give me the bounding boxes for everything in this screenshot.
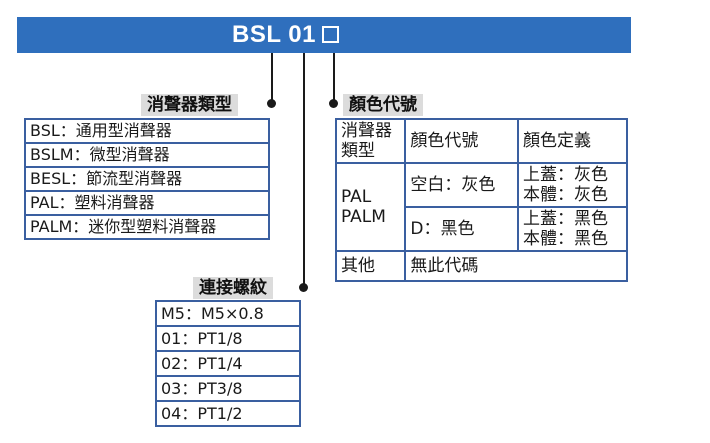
header-color-code: 顏色代號 bbox=[404, 118, 520, 164]
table-row: 03：PT3/8 bbox=[155, 375, 301, 402]
table-row: 02：PT1/4 bbox=[155, 350, 301, 377]
color-code-cell: 空白：灰色 bbox=[404, 162, 520, 208]
other-type-cell: 其他 bbox=[334, 250, 407, 282]
table-row: BSLM：微型消聲器 bbox=[24, 142, 270, 168]
color-definition-cell: 上蓋：灰色 本體：灰色 bbox=[517, 162, 628, 208]
table-row: PALM：迷你型塑料消聲器 bbox=[24, 214, 270, 240]
silencer-type-label: 消聲器類型 bbox=[141, 94, 238, 116]
thread-item: 01：PT1/8 bbox=[155, 325, 301, 352]
thread-item: 03：PT3/8 bbox=[155, 375, 301, 402]
connector-thread bbox=[303, 53, 305, 287]
thread-item: 02：PT1/4 bbox=[155, 350, 301, 377]
color-definition-l2: 本體：灰色 bbox=[523, 185, 609, 205]
header-silencer-type-l2: 類型 bbox=[341, 141, 375, 161]
placeholder-box-icon bbox=[321, 26, 339, 43]
connector-silencer-type bbox=[271, 53, 273, 103]
table-row: D：黑色 上蓋：黑色 本體：黑色 bbox=[336, 206, 628, 252]
model-code: BSL 01 bbox=[232, 20, 339, 50]
color-definition-l2: 本體：黑色 bbox=[523, 229, 609, 249]
table-row: BESL：節流型消聲器 bbox=[24, 166, 270, 192]
other-code-cell: 無此代碼 bbox=[404, 250, 628, 282]
connector-color-code bbox=[333, 53, 335, 103]
model-code-text: BSL 01 bbox=[232, 21, 316, 48]
connector-dot-thread bbox=[299, 283, 308, 292]
color-code-cell: D：黑色 bbox=[404, 206, 520, 252]
color-definition-cell: 上蓋：黑色 本體：黑色 bbox=[517, 206, 628, 252]
silencer-type-item: PAL：塑料消聲器 bbox=[24, 190, 270, 216]
color-definition-l1: 上蓋：黑色 bbox=[523, 209, 609, 229]
table-row: 01：PT1/8 bbox=[155, 325, 301, 352]
silencer-type-item: PALM：迷你型塑料消聲器 bbox=[24, 214, 270, 240]
thread-table: M5：M5×0.8 01：PT1/8 02：PT1/4 03：PT3/8 04：… bbox=[155, 300, 301, 427]
group-name-pal-palm: PAL PALM bbox=[334, 162, 407, 252]
table-row: PAL：塑料消聲器 bbox=[24, 190, 270, 216]
color-code-table: 消聲器 類型 顏色代號 顏色定義 PAL PALM 空白：灰色 上蓋：灰色 本體… bbox=[334, 118, 628, 282]
silencer-type-item: BESL：節流型消聲器 bbox=[24, 166, 270, 192]
silencer-type-item: BSL：通用型消聲器 bbox=[24, 118, 270, 144]
title-banner bbox=[17, 17, 631, 53]
header-color-definition: 顏色定義 bbox=[517, 118, 628, 164]
header-silencer-type: 消聲器 類型 bbox=[334, 118, 407, 164]
color-code-label: 顏色代號 bbox=[343, 94, 423, 116]
silencer-type-table: BSL：通用型消聲器 BSLM：微型消聲器 BESL：節流型消聲器 PAL：塑料… bbox=[24, 118, 270, 240]
table-row: PAL PALM 空白：灰色 上蓋：灰色 本體：灰色 bbox=[334, 162, 628, 252]
connector-dot-silencer-type bbox=[267, 99, 276, 108]
thread-label: 連接螺紋 bbox=[193, 277, 273, 299]
table-header-row: 消聲器 類型 顏色代號 顏色定義 bbox=[334, 118, 628, 164]
group-name-l2: PALM bbox=[341, 207, 386, 227]
table-row: M5：M5×0.8 bbox=[155, 300, 301, 327]
connector-dot-color-code bbox=[329, 99, 338, 108]
silencer-type-item: BSLM：微型消聲器 bbox=[24, 142, 270, 168]
table-row: 04：PT1/2 bbox=[155, 400, 301, 427]
thread-item: M5：M5×0.8 bbox=[155, 300, 301, 327]
table-row: 其他 無此代碼 bbox=[334, 250, 628, 282]
table-row: BSL：通用型消聲器 bbox=[24, 118, 270, 144]
color-definition-l1: 上蓋：灰色 bbox=[523, 165, 609, 185]
header-silencer-type-l1: 消聲器 bbox=[341, 121, 392, 141]
group-name-l1: PAL bbox=[341, 187, 372, 207]
thread-item: 04：PT1/2 bbox=[155, 400, 301, 427]
